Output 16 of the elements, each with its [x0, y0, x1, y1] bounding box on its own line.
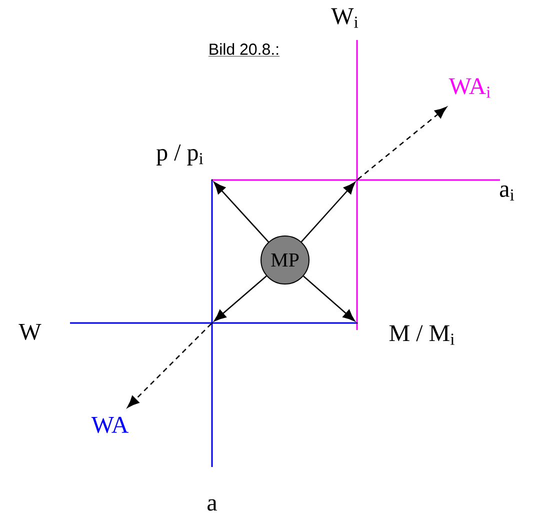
- axis-label: WA$_{i}$: [448, 78, 490, 98]
- arrow: [300, 182, 356, 242]
- axis-label: W$_{i}$: [331, 8, 358, 28]
- axis-label: a: [208, 499, 217, 511]
- arrow: [214, 276, 267, 322]
- arrow: [214, 182, 269, 242]
- axis-label: W: [18, 324, 42, 340]
- axis-label: a$_{i}$: [500, 186, 514, 200]
- arrow: [303, 276, 355, 322]
- axis-label: WA: [91, 416, 129, 434]
- circle-node: MP: [260, 236, 310, 284]
- axis-label: p / p$_{i}$: [156, 144, 204, 166]
- axis-label: M / M$_{i}$: [389, 325, 454, 345]
- arrow: [127, 323, 212, 408]
- figure-title: Bild 20.8.:: [208, 43, 280, 56]
- arrow: [357, 106, 447, 180]
